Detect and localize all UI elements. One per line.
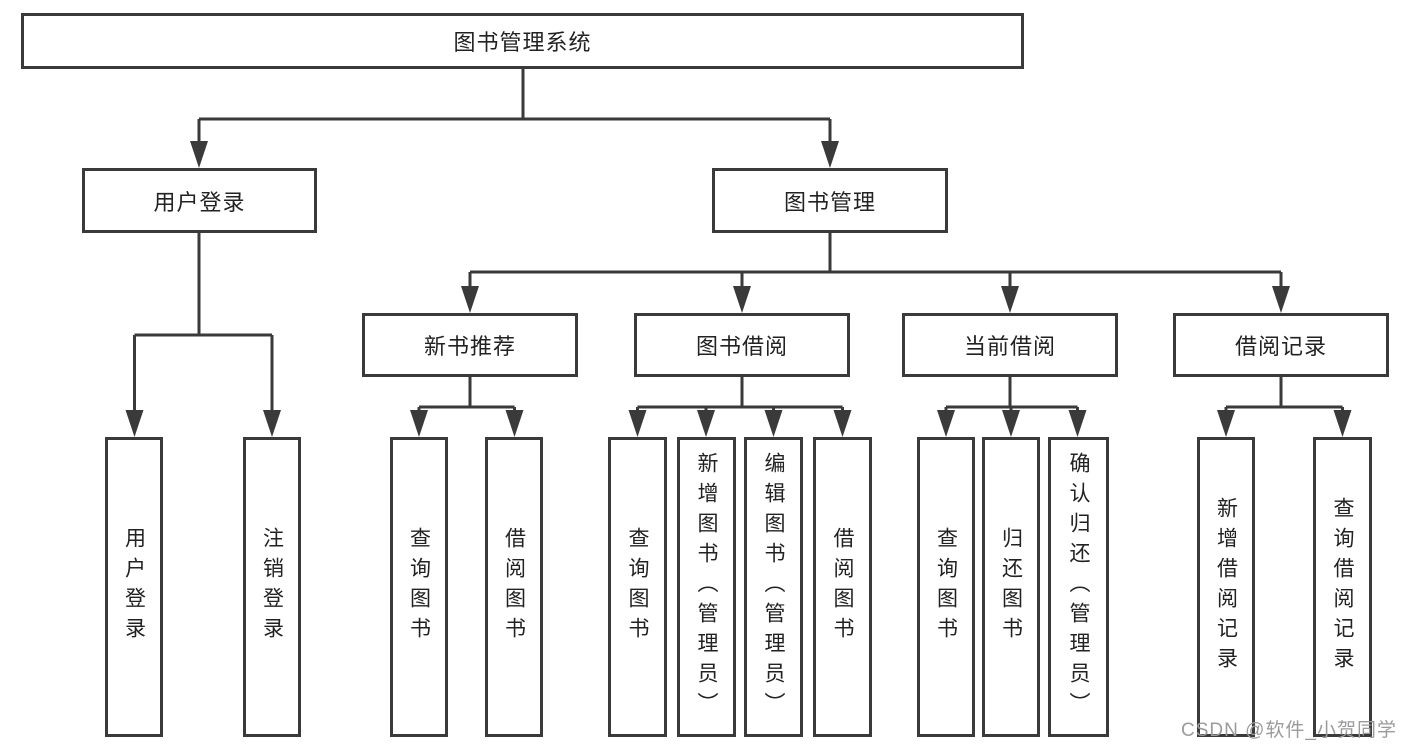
- node-current-borrow: 当前借阅: [902, 313, 1118, 377]
- leaf-edit-books-admin: 编辑图书（管理员）: [744, 437, 803, 737]
- leaf-confirm-return-admin-label: 确认归还（管理员）: [1067, 452, 1090, 722]
- node-user-login-label: 用户登录: [153, 189, 246, 215]
- connector-lines: [133, 69, 1344, 420]
- node-book-borrow-label: 图书借阅: [695, 334, 788, 359]
- leaf-query-borrow-record-label: 查询借阅记录: [1331, 497, 1354, 677]
- leaf-query-books-recommend-label: 查询图书: [407, 527, 431, 647]
- leaf-confirm-return-admin: 确认归还（管理员）: [1048, 437, 1109, 737]
- leaf-edit-books-admin-label: 编辑图书（管理员）: [762, 452, 785, 722]
- leaf-logout-login: 注销登录: [243, 437, 301, 737]
- leaf-add-borrow-record: 新增借阅记录: [1197, 437, 1255, 737]
- leaf-return-books: 归还图书: [982, 437, 1040, 737]
- node-root-system: 图书管理系统: [21, 13, 1024, 69]
- leaf-query-books-recommend: 查询图书: [390, 437, 448, 737]
- csdn-watermark: CSDN @软件_小贺同学: [1181, 720, 1397, 741]
- node-new-book-recommend: 新书推荐: [362, 313, 578, 377]
- leaf-add-books-admin-label: 新增图书（管理员）: [695, 452, 718, 722]
- leaf-borrow-books: 借阅图书: [813, 437, 872, 737]
- node-book-management-label: 图书管理: [783, 189, 876, 215]
- leaf-borrow-books-recommend: 借阅图书: [485, 437, 543, 737]
- node-borrow-record-label: 借阅记录: [1234, 334, 1327, 359]
- node-new-book-recommend-label: 新书推荐: [423, 334, 516, 359]
- node-current-borrow-label: 当前借阅: [963, 334, 1056, 359]
- leaf-return-books-label: 归还图书: [999, 527, 1023, 647]
- leaf-query-books-borrow-label: 查询图书: [626, 527, 649, 647]
- leaf-query-books-current-label: 查询图书: [934, 527, 958, 647]
- leaf-query-books-borrow: 查询图书: [608, 437, 667, 737]
- node-user-login: 用户登录: [82, 168, 317, 233]
- arrowheads: [125, 141, 1352, 437]
- leaf-add-books-admin: 新增图书（管理员）: [677, 437, 736, 737]
- node-book-management: 图书管理: [712, 168, 948, 233]
- leaf-borrow-books-label: 借阅图书: [831, 527, 854, 647]
- node-borrow-record: 借阅记录: [1173, 313, 1389, 377]
- leaf-user-login-label: 用户登录: [122, 527, 146, 647]
- node-book-borrow: 图书借阅: [634, 313, 850, 377]
- leaf-borrow-books-recommend-label: 借阅图书: [502, 527, 526, 647]
- leaf-add-borrow-record-label: 新增借阅记录: [1214, 497, 1238, 677]
- leaf-query-books-current: 查询图书: [917, 437, 975, 737]
- leaf-logout-login-label: 注销登录: [260, 527, 284, 647]
- leaf-user-login: 用户登录: [105, 437, 163, 737]
- node-root-label: 图书管理系统: [453, 30, 592, 55]
- leaf-query-borrow-record: 查询借阅记录: [1313, 437, 1372, 737]
